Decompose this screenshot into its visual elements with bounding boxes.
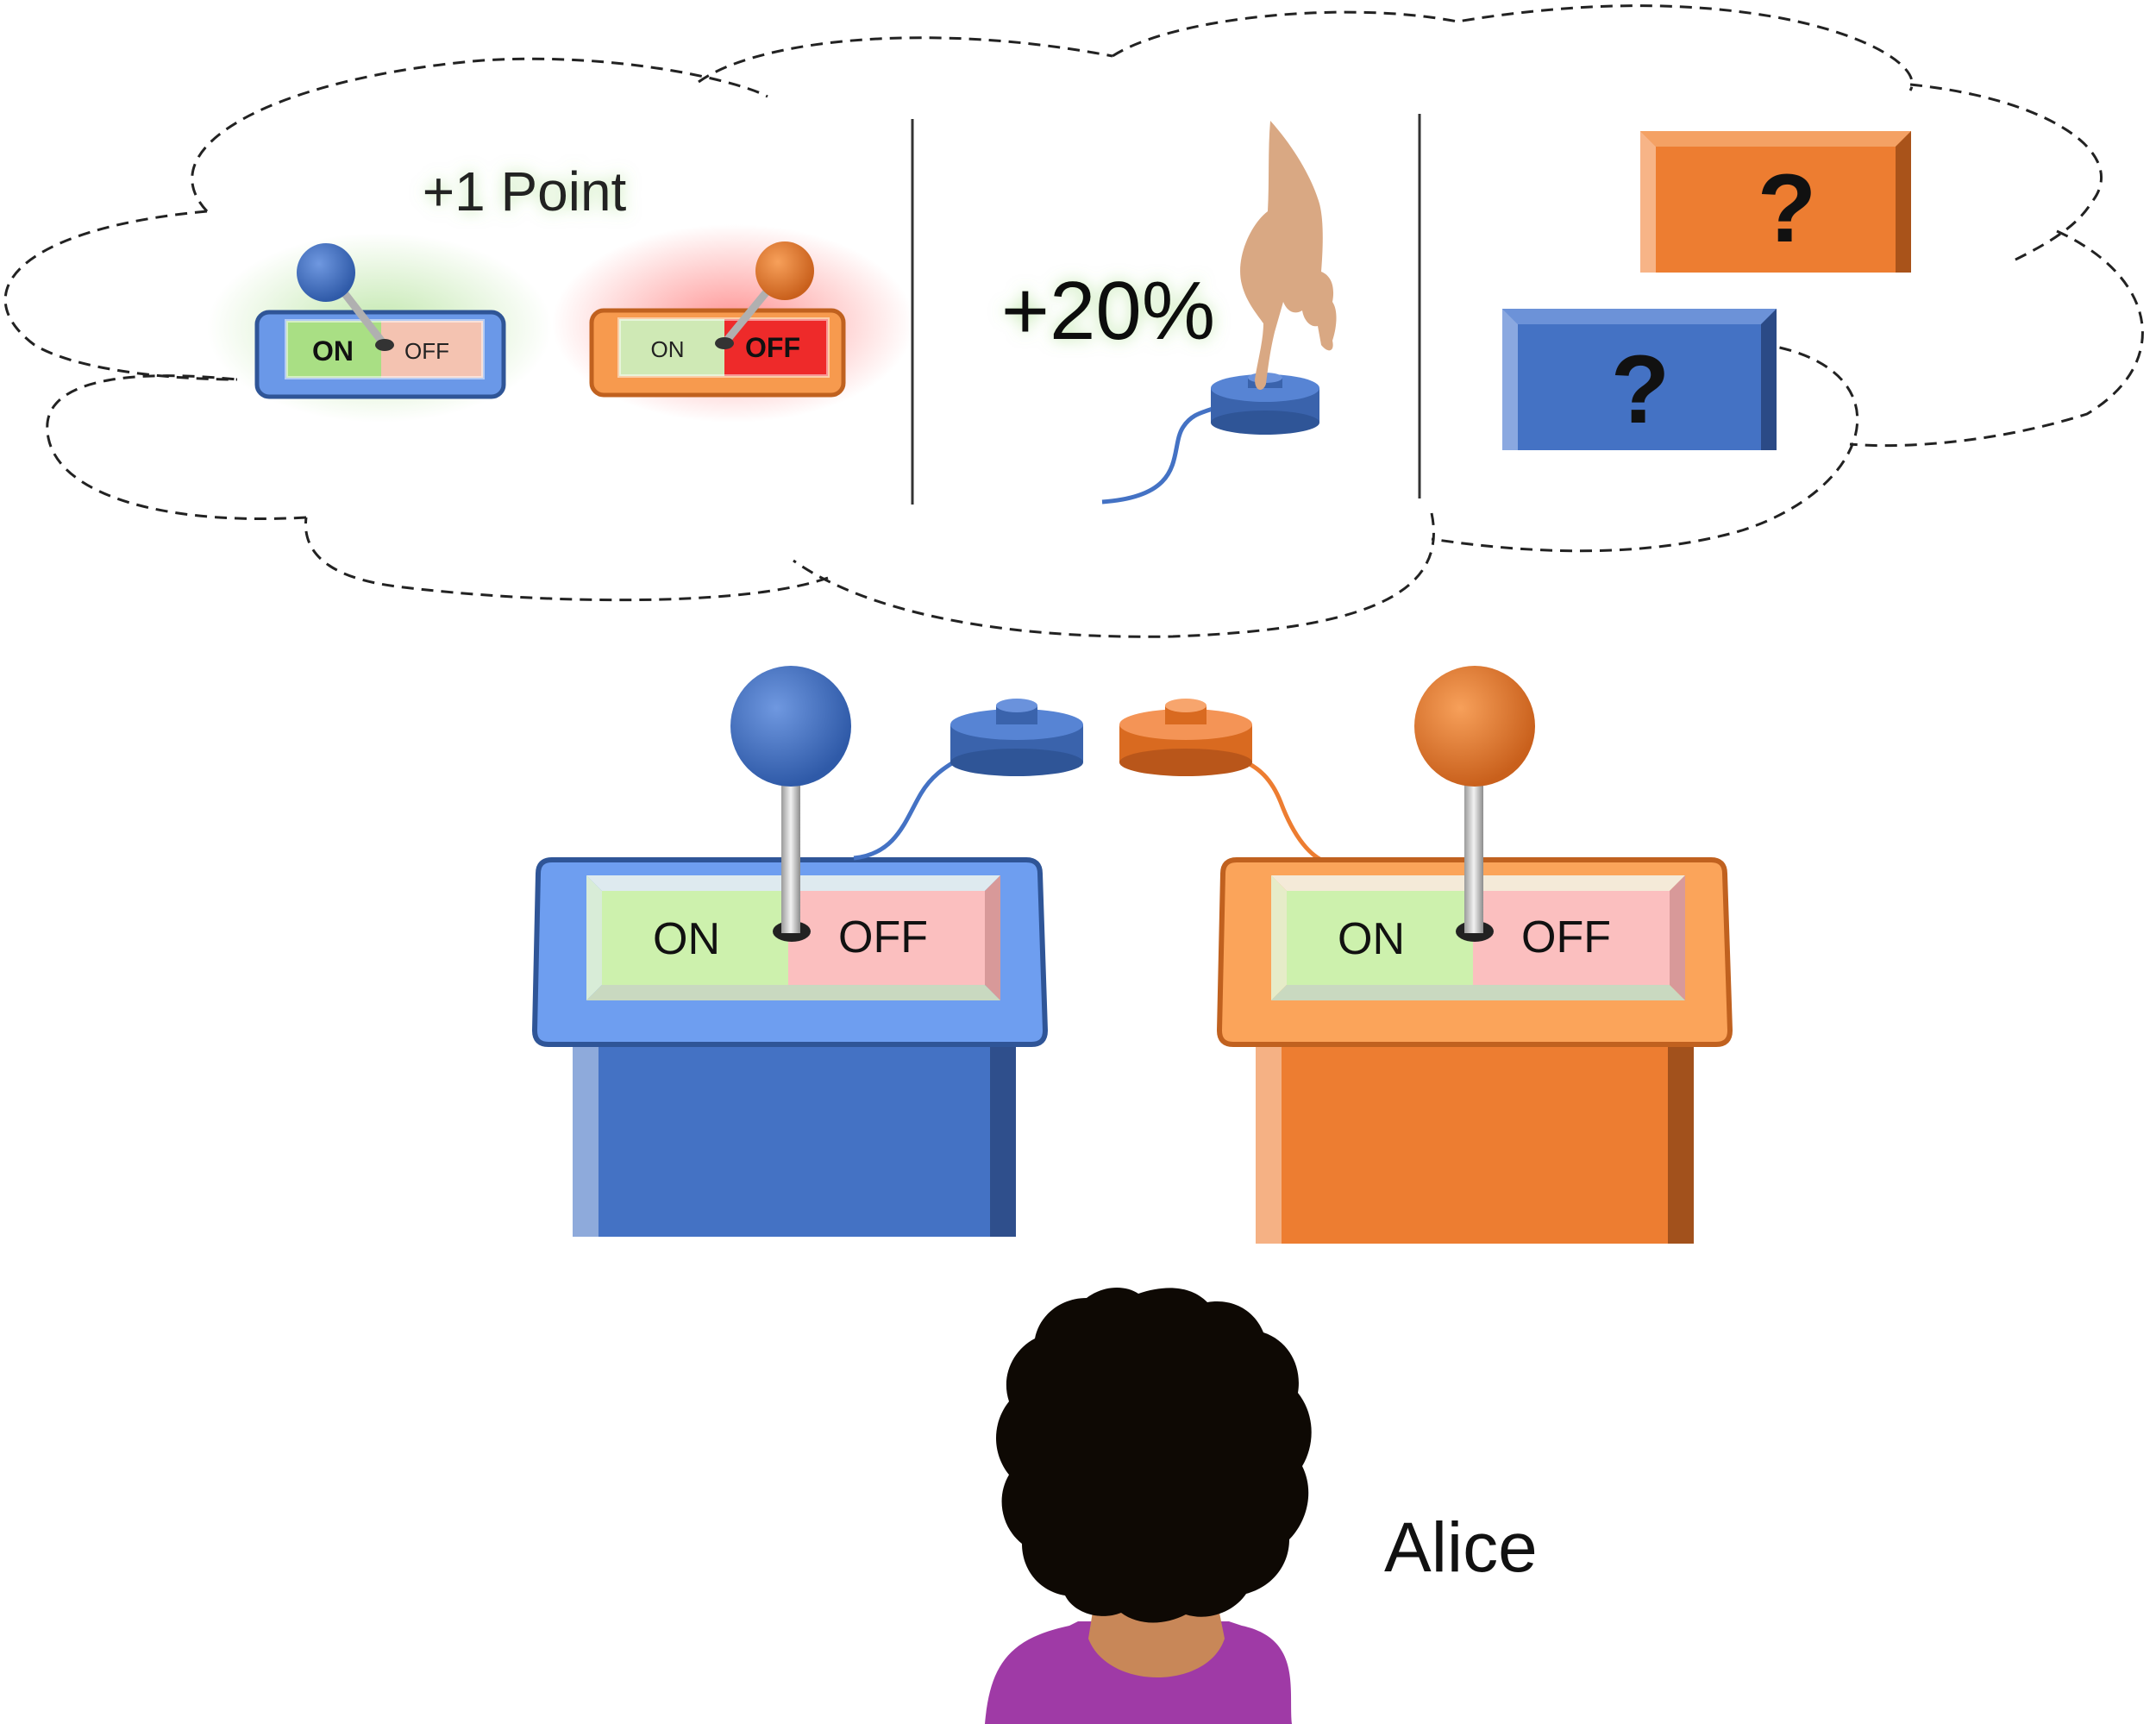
orange-question-box: ? [1640, 131, 1911, 273]
boost-text: +20% [1001, 265, 1215, 357]
alice-avatar [985, 1288, 1312, 1724]
blue-question-mark: ? [1611, 335, 1670, 443]
blue-knob-icon [297, 243, 355, 302]
orange-lever-stick[interactable] [1464, 785, 1483, 933]
blue-machine: ON OFF [531, 666, 1049, 1237]
orange-lever-knob-icon[interactable] [1414, 666, 1535, 787]
orange-press-button[interactable] [1119, 699, 1329, 865]
orange-machine: ON OFF [1216, 666, 1733, 1244]
orange-question-mark: ? [1758, 154, 1816, 262]
blue-lever-knob-icon[interactable] [730, 666, 851, 787]
small-blue-switch: ON OFF [207, 233, 552, 423]
thought-cloud [3, 4, 2144, 638]
pressed-button-icon [1101, 373, 1319, 505]
small-orange-off-label: OFF [745, 332, 800, 363]
reward-text: +1 Point [423, 160, 627, 223]
small-blue-on-label: ON [312, 335, 354, 367]
small-orange-switch: ON OFF [552, 224, 914, 423]
person-name-label: Alice [1384, 1508, 1538, 1587]
small-blue-off-label: OFF [404, 338, 449, 364]
orange-on-label: ON [1338, 914, 1405, 964]
blue-off-label: OFF [838, 912, 928, 962]
blue-pedestal [573, 1026, 1016, 1237]
small-orange-on-label: ON [651, 336, 685, 362]
blue-press-button[interactable] [853, 699, 1083, 861]
blue-lever-stick[interactable] [781, 785, 800, 933]
hair [996, 1288, 1312, 1623]
blue-on-label: ON [653, 914, 720, 964]
pointing-hand-icon [1240, 121, 1337, 390]
orange-knob-icon [755, 241, 814, 300]
orange-pedestal [1256, 1026, 1694, 1244]
orange-off-label: OFF [1521, 912, 1611, 962]
blue-question-box: ? [1502, 309, 1777, 450]
